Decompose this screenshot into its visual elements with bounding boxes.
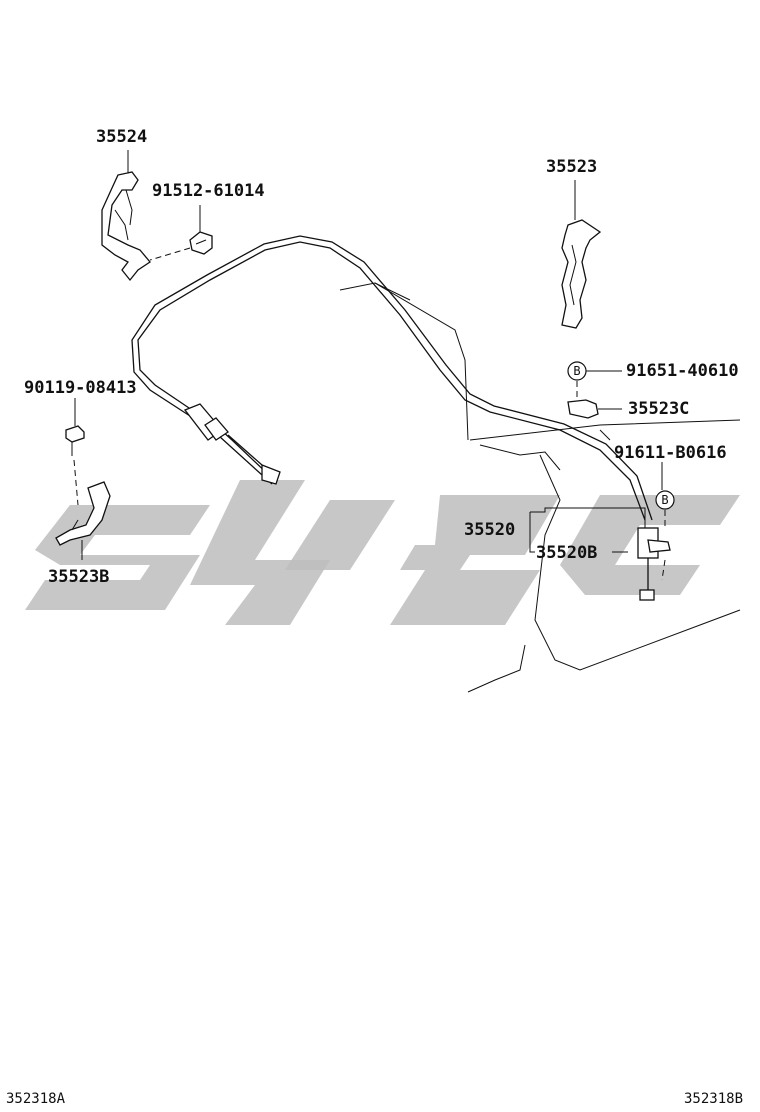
- label-35523: 35523: [546, 157, 597, 177]
- marker-b-bottom: B: [655, 490, 675, 510]
- watermark-logo: [25, 480, 740, 625]
- label-90119-08413: 90119-08413: [24, 378, 137, 398]
- label-35523c: 35523C: [628, 399, 689, 419]
- release-lever-35520[interactable]: [637, 527, 671, 601]
- release-cable[interactable]: [131, 235, 653, 521]
- marker-b-top-text: B: [573, 364, 580, 378]
- clip-35524[interactable]: [101, 171, 151, 282]
- label-35524: 35524: [96, 127, 147, 147]
- clip-35523c[interactable]: [567, 399, 599, 419]
- label-35520: 35520: [464, 520, 515, 540]
- footer-left-ref: 352318A: [6, 1091, 66, 1107]
- marker-b-bottom-text: B: [661, 493, 668, 507]
- label-91512-61014: 91512-61014: [152, 181, 265, 201]
- label-35523b: 35523B: [48, 567, 109, 587]
- marker-b-top: B: [567, 361, 587, 381]
- bolt-90119[interactable]: [65, 425, 85, 456]
- bolt-91512[interactable]: [189, 231, 213, 255]
- label-91611-b0616: 91611-B0616: [614, 443, 727, 463]
- label-35520b: 35520B: [536, 543, 597, 563]
- bracket-35523b[interactable]: [55, 481, 111, 546]
- footer-right-ref: 352318B: [684, 1091, 743, 1107]
- body-outline: [339, 282, 741, 693]
- label-91651-40610: 91651-40610: [626, 361, 739, 381]
- clip-35523[interactable]: [561, 219, 602, 329]
